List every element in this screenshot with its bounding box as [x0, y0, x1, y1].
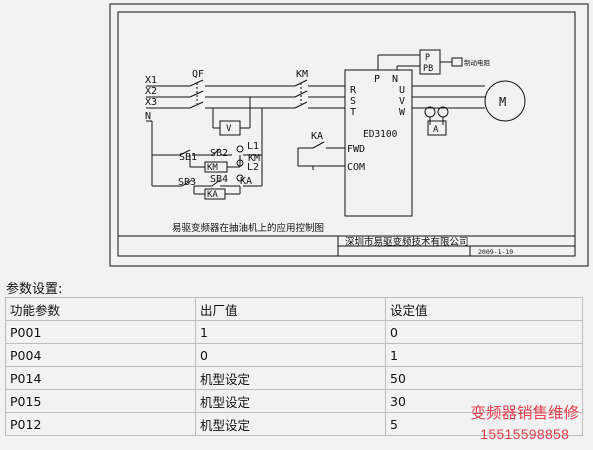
- sb1-label: SB1: [179, 152, 197, 163]
- cell-parameter: P012: [5, 412, 196, 436]
- input-x2-label: X2: [145, 86, 157, 97]
- cell-set-value: 5: [385, 412, 583, 436]
- drawing-inner-frame: [117, 11, 576, 257]
- parameter-table: 功能参数 出厂值 设定值 P001 1 0 P004 0 1 P014 机型设定…: [5, 297, 583, 436]
- cell-factory-value: 0: [195, 343, 386, 367]
- inverter-v-label: V: [399, 96, 405, 107]
- table-row: P001 1 0: [5, 320, 583, 344]
- cell-parameter: P004: [5, 343, 196, 367]
- ka-coil-label: KA: [207, 190, 218, 200]
- input-n-label: N: [145, 111, 151, 122]
- inverter-model-label: ED3100: [363, 129, 398, 140]
- cell-factory-value: 机型设定: [195, 412, 386, 436]
- motor-label: M: [499, 95, 506, 109]
- watermark-text: 变频器销售维修: [470, 404, 579, 422]
- sb2-label: SB2: [210, 148, 228, 159]
- km-side-label: KM: [248, 153, 260, 164]
- inverter-t-label: T: [350, 107, 356, 118]
- header-parameter: 功能参数: [5, 297, 196, 321]
- parameter-section-label: 参数设置:: [6, 282, 63, 297]
- inverter-r-label: R: [350, 85, 357, 96]
- input-x1-label: X1: [145, 75, 157, 86]
- watermark-phone: 15515598858: [480, 426, 570, 442]
- cell-set-value: 0: [385, 320, 583, 344]
- sb4-label: SB4: [210, 174, 228, 185]
- cell-set-value: 30: [385, 389, 583, 413]
- cell-parameter: P015: [5, 389, 196, 413]
- inverter-w-label: W: [399, 107, 406, 118]
- inverter-com-label: COM: [347, 162, 365, 173]
- input-x3-label: X3: [145, 97, 157, 108]
- motor-symbol: [484, 80, 526, 122]
- inverter-p-label: P: [374, 74, 380, 85]
- brake-pb-label: PB: [423, 64, 433, 74]
- table-header-row: 功能参数 出厂值 设定值: [5, 297, 583, 321]
- table-row: P004 0 1: [5, 343, 583, 367]
- cell-parameter: P001: [5, 320, 196, 344]
- inverter-s-label: S: [350, 96, 356, 107]
- ka-contact-label: KA: [311, 131, 323, 142]
- drawing-outer-frame: [109, 3, 589, 267]
- table-row: P014 机型设定 50: [5, 366, 583, 390]
- inverter-fwd-label: FWD: [347, 144, 365, 155]
- brake-resistor: [451, 57, 463, 67]
- control-circuit-diagram: X1 X2 X3 N QF KM V A KA SB1 SB2 L1 KM L2…: [109, 3, 589, 267]
- qf-label: QF: [192, 69, 204, 80]
- cell-factory-value: 机型设定: [195, 366, 386, 390]
- cell-factory-value: 1: [195, 320, 386, 344]
- l1-label: L1: [247, 141, 259, 152]
- cell-factory-value: 机型设定: [195, 389, 386, 413]
- brake-p-label: P: [425, 53, 430, 63]
- inverter-u-label: U: [399, 85, 405, 96]
- sales-repair-watermark: 变频器销售维修 15515598858: [470, 403, 579, 445]
- cell-parameter: P014: [5, 366, 196, 390]
- km-coil-label: KM: [207, 163, 218, 173]
- km-contact-label: KM: [296, 69, 308, 80]
- ammeter-label: A: [433, 125, 439, 135]
- header-factory-value: 出厂值: [195, 297, 386, 321]
- ka-side-label: KA: [240, 176, 252, 187]
- header-set-value: 设定值: [385, 297, 583, 321]
- cell-set-value: 1: [385, 343, 583, 367]
- company-name: 深圳市易驱变频技术有限公司: [345, 236, 469, 248]
- cell-set-value: 50: [385, 366, 583, 390]
- brake-resistor-label: 制动电阻: [464, 58, 491, 67]
- diagram-caption: 易驱变频器在抽油机上的应用控制图: [172, 222, 324, 234]
- table-row: P012 机型设定 5: [5, 412, 583, 436]
- sb3-label: SB3: [178, 177, 196, 188]
- l2-label: L2: [247, 162, 259, 173]
- ammeter-box: [427, 120, 447, 136]
- inverter-n-label: N: [392, 74, 398, 85]
- voltmeter-label: V: [226, 124, 232, 134]
- drawing-date: 2009-1-10: [478, 248, 513, 256]
